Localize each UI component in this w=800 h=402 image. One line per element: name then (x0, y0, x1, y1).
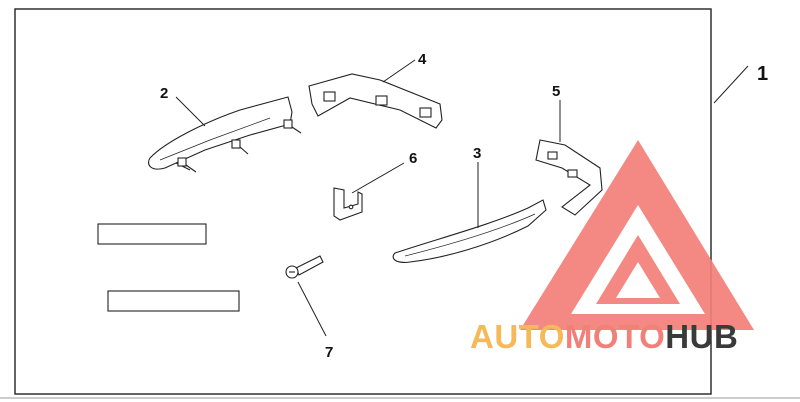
leader-line-6 (351, 162, 405, 194)
callout-7: 7 (325, 344, 333, 361)
leader-line-2 (175, 96, 206, 127)
leader-line-7 (297, 281, 327, 337)
watermark-logo (520, 140, 754, 330)
part-2-side-trim (148, 96, 302, 173)
callout-6: 6 (409, 150, 417, 167)
leader-line-4 (382, 59, 416, 83)
part-4-upper-bracket (308, 73, 443, 129)
part-7-screw (285, 255, 324, 279)
callout-4: 4 (418, 51, 427, 68)
callout-1: 1 (757, 63, 768, 85)
callout-5: 5 (552, 83, 560, 100)
callout-3: 3 (473, 145, 481, 162)
kit-frame (14, 8, 712, 395)
adhesive-strip-lower (107, 290, 240, 312)
watermark-moto: MOTO (564, 318, 666, 355)
watermark-hub: HUB (665, 318, 739, 355)
part-3-lower-trim (392, 199, 547, 263)
watermark-text: AUTOMOTOHUB (470, 318, 738, 358)
part-6-clip (333, 187, 363, 221)
adhesive-strip-upper (97, 223, 207, 245)
part-5-rear-bracket (535, 139, 603, 216)
callout-2: 2 (160, 85, 168, 102)
watermark-auto: AUTO (470, 318, 565, 355)
leader-line-1 (713, 65, 749, 104)
